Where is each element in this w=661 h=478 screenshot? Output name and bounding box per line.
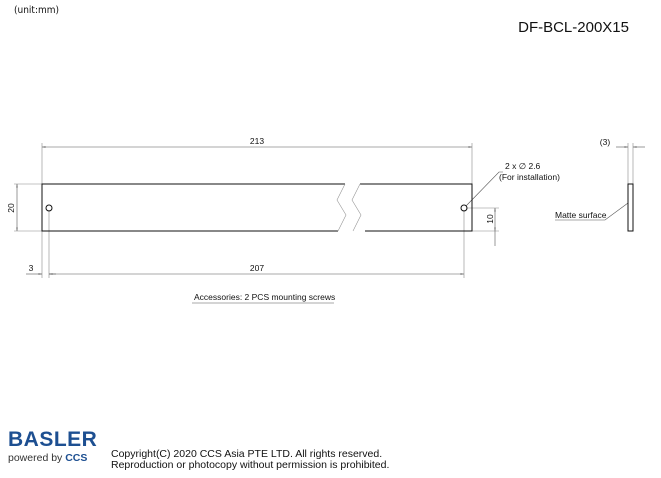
hole-spec: 2 x ∅ 2.6 (505, 161, 541, 171)
matte-label: Matte surface (555, 210, 607, 220)
model-number: DF-BCL-200X15 (518, 19, 629, 36)
logo-brand: BASLER (8, 428, 98, 451)
part-side-view (627, 183, 634, 232)
hole-leader (465, 171, 503, 207)
dim-length: 213 (250, 136, 264, 146)
mount-hole-left (45, 204, 53, 212)
dim-pitch: 207 (250, 263, 264, 273)
dim-thickness: (3) (600, 137, 611, 147)
unit-label: (unit:mm) (14, 5, 60, 16)
dim-height: 20 (6, 203, 16, 213)
dim-hole-height: 10 (485, 214, 495, 224)
matte-leader (555, 202, 629, 221)
dim-offset: 3 (29, 263, 34, 273)
logo-partner: CCS (65, 452, 88, 464)
accessories-note: Accessories: 2 PCS mounting screws (194, 292, 335, 302)
copyright-line: Reproduction or photocopy without permis… (111, 459, 390, 471)
copyright-line: Copyright(C) 2020 CCS Asia PTE LTD. All … (111, 448, 383, 460)
hole-note: (For installation) (499, 172, 560, 182)
basler-logo: BASLER powered by CCS (8, 428, 98, 464)
mount-hole-right (460, 204, 468, 212)
copyright: Copyright(C) 2020 CCS Asia PTE LTD. All … (111, 449, 389, 471)
part-front-view (41, 183, 634, 232)
logo-powered: powered by (8, 452, 63, 464)
